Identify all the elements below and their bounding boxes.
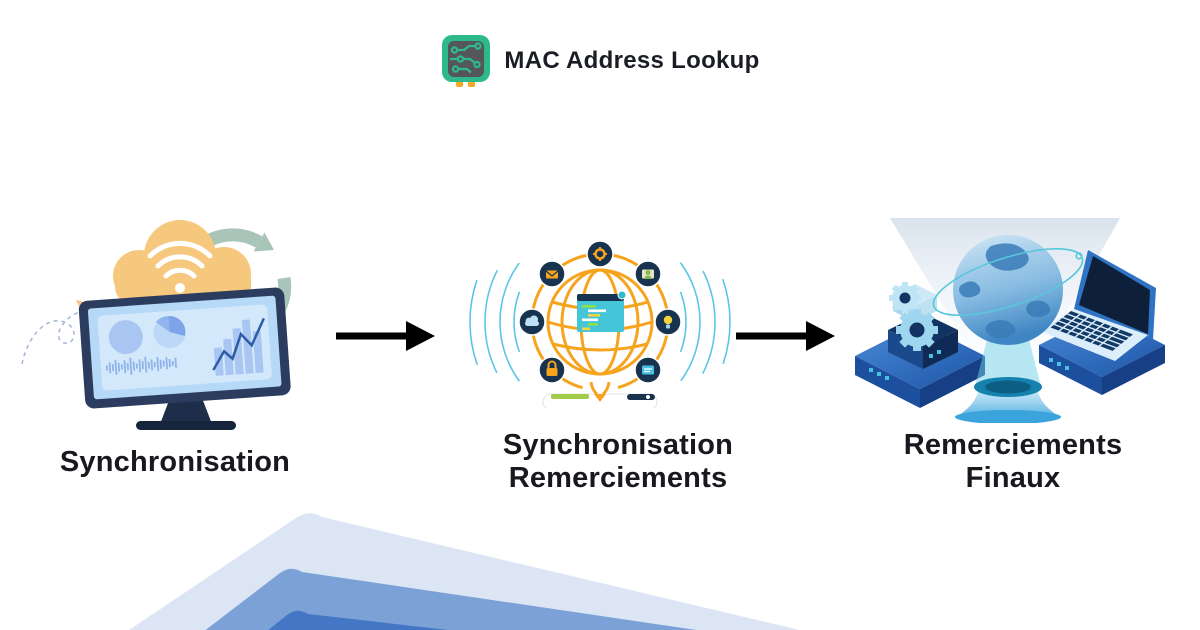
network-nodes [518, 240, 682, 384]
contact-node-icon [634, 260, 662, 288]
flow-arrow-1-icon [336, 321, 435, 351]
app-title: MAC Address Lookup [504, 47, 760, 74]
waveform-icon [105, 356, 177, 375]
pie-chart-icon [108, 320, 143, 355]
gear-node-icon [586, 240, 614, 268]
hologram-beam [975, 336, 1041, 386]
projector-pedestal [955, 377, 1061, 423]
mail-node-icon [538, 260, 566, 288]
step-2-label: Synchronisation Remerciements [502, 429, 734, 494]
server-gears-platform [855, 282, 985, 408]
hologram-devices-illustration [855, 218, 1165, 423]
network-globe-illustration [469, 238, 731, 408]
signal-arcs [469, 238, 731, 408]
globe-connector [589, 381, 611, 402]
dashed-trail [21, 310, 83, 365]
app-header: MAC Address Lookup [0, 34, 1200, 88]
trend-line [212, 317, 265, 371]
gear-large-icon [896, 309, 938, 351]
wifi-icon [147, 240, 213, 279]
gear-small-icon [889, 282, 921, 314]
lock-node-icon [538, 356, 566, 384]
laptop-icon [1040, 250, 1156, 361]
cloud-sync-monitor-illustration [21, 220, 292, 430]
wave-layer-dark [268, 610, 449, 630]
bulb-node-icon [654, 308, 682, 336]
circuit-chip-icon [442, 35, 491, 87]
laptop-platform [1039, 250, 1165, 395]
donut-chart-icon [153, 316, 186, 349]
step-3-label: Remerciements Finaux [903, 429, 1123, 494]
globe-icon [932, 235, 1084, 345]
flow-arrow-2-icon [736, 321, 835, 351]
wave-layer-medium [205, 568, 697, 630]
step-1-label: Synchronisation [59, 446, 291, 478]
browser-node-icon [634, 356, 662, 384]
code-window-icon [577, 290, 627, 332]
monitor-illustration [78, 287, 291, 430]
cloud-node-icon [518, 308, 546, 336]
keyboard [1050, 311, 1133, 351]
